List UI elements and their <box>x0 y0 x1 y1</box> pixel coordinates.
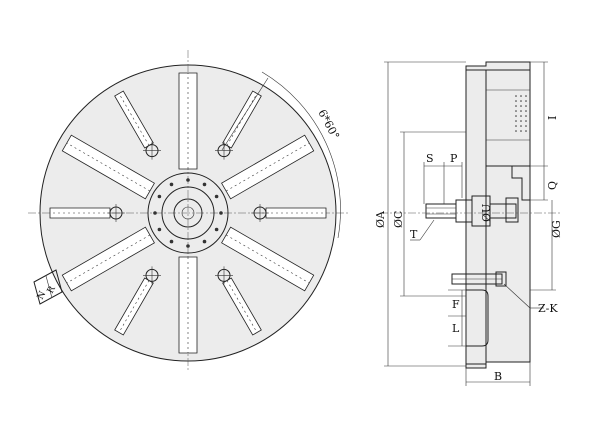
hub-inner <box>181 206 195 220</box>
hub-dot-0 <box>219 211 223 215</box>
main-slot-4 <box>61 226 155 292</box>
lower-boss <box>466 289 489 347</box>
jaw-dot-6-2 <box>525 125 527 127</box>
dim-phi-a: ØA <box>374 210 387 228</box>
dim-phi-u: ØU <box>480 204 493 222</box>
jaw-dot-6-1 <box>520 125 522 127</box>
dim-s: S <box>426 152 434 165</box>
main-slot-3 <box>178 256 198 354</box>
jaw-dot-4-0 <box>515 115 517 117</box>
dim-zk: Z-K <box>538 302 558 315</box>
main-slot-5-track <box>66 142 151 192</box>
side-view: ØA ØC S P T ØU I Q ØG Z-K <box>374 61 563 386</box>
main-slot-2-track <box>225 234 310 284</box>
dim-q: Q <box>546 181 559 190</box>
section-label-r: R <box>46 285 58 296</box>
jaw-dot-3-0 <box>515 110 517 112</box>
jaw-dot-0-1 <box>520 95 522 97</box>
main-slot-0 <box>178 72 198 170</box>
jaw-dot-1-0 <box>515 100 517 102</box>
hub-dot-8 <box>169 182 174 187</box>
jaw-dot-1-2 <box>525 100 527 102</box>
jaw-dot-2-2 <box>525 105 527 107</box>
jaw-dot-7-2 <box>525 130 527 132</box>
angle-dimension-arc <box>261 71 341 239</box>
jaw-dot-6-0 <box>515 125 517 127</box>
jaw-dot-5-0 <box>515 120 517 122</box>
hub-dot-9 <box>186 178 190 182</box>
hub-dot-6 <box>153 211 157 215</box>
jaw-dot-1-1 <box>520 100 522 102</box>
short-slot-3-track <box>118 280 150 333</box>
main-slot-1 <box>221 134 315 200</box>
hub-dot-11 <box>214 194 219 199</box>
center-screw-shank <box>425 203 457 219</box>
dim-b: B <box>494 370 502 383</box>
dim-p: P <box>450 152 458 165</box>
jaw-dot-5-1 <box>520 120 522 122</box>
section-label-n: N <box>36 290 49 302</box>
dim-f: F <box>452 298 460 311</box>
short-slot-5-track <box>118 93 150 146</box>
center-tip <box>505 197 519 223</box>
hub-bolt-dots <box>153 178 223 248</box>
angle-label: 6*60° <box>315 107 342 141</box>
short-slot-2-track <box>226 280 258 333</box>
jaw-dot-0-2 <box>525 95 527 97</box>
jaw-dot-2-0 <box>515 105 517 107</box>
front-view: 6*60° N R <box>28 50 350 372</box>
hub-bore <box>173 198 203 228</box>
jaw-dot-7-1 <box>520 130 522 132</box>
dim-l: L <box>452 322 460 335</box>
hub-middle <box>161 186 215 240</box>
hub-dot-2 <box>202 239 207 244</box>
hub-dot-10 <box>202 182 207 187</box>
side-body <box>465 61 531 369</box>
main-slot-1-track <box>225 142 310 192</box>
hub-dot-3 <box>186 244 190 248</box>
jaw-dot-4-1 <box>520 115 522 117</box>
back-plate <box>465 69 487 365</box>
jaw-dot-0-0 <box>515 95 517 97</box>
dim-phi-c: ØC <box>392 211 405 228</box>
hub-dot-4 <box>169 239 174 244</box>
hub-dot-1 <box>214 227 219 232</box>
jaw-dot-3-1 <box>520 110 522 112</box>
main-slot-4-track <box>66 234 151 284</box>
jaw-dot-3-2 <box>525 110 527 112</box>
dim-phi-g: ØG <box>550 220 563 238</box>
main-slot-5 <box>61 134 155 200</box>
hub-dot-7 <box>157 194 162 199</box>
main-slot-2 <box>221 226 315 292</box>
jaw-dot-2-1 <box>520 105 522 107</box>
center-pin <box>489 203 517 219</box>
adjust-screws <box>107 141 269 285</box>
hub-dot-5 <box>157 227 162 232</box>
jaw-dot-7-0 <box>515 130 517 132</box>
jaw-step <box>486 165 530 201</box>
jaw-hatching <box>515 95 527 132</box>
angle-leader <box>221 77 269 151</box>
jaw-dot-4-2 <box>525 115 527 117</box>
dim-t: T <box>410 228 418 241</box>
jaw-dot-5-2 <box>525 120 527 122</box>
short-slot-0-track <box>226 93 258 146</box>
hub-outer <box>147 172 229 254</box>
section-mark: N R <box>33 269 63 305</box>
dim-i: I <box>546 116 559 120</box>
